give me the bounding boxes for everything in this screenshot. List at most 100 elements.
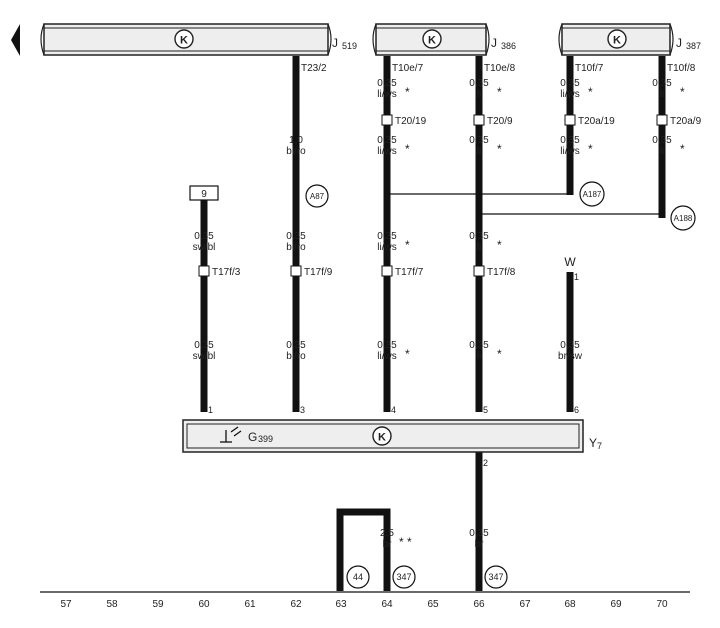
wire-70a-size: 0,35	[652, 78, 672, 89]
j519-label: J	[332, 36, 338, 50]
track-number: 68	[564, 599, 576, 610]
track-number: 64	[381, 599, 393, 610]
track-number: 59	[152, 599, 164, 610]
wire-60a-size: 0,35	[194, 231, 214, 242]
control-unit-symbol-icon	[422, 29, 442, 49]
light-sensor-icon	[220, 426, 242, 443]
wire-66d-size: 0,35	[469, 340, 489, 351]
back-arrow-icon[interactable]	[11, 24, 20, 56]
wire-64a-size: 0,35	[377, 78, 397, 89]
control-unit-j386: K	[372, 23, 490, 56]
asterisk: *	[405, 347, 410, 361]
plug-icon	[381, 265, 393, 277]
plug-icon	[198, 265, 210, 277]
wire-66a-size: 0,35	[469, 78, 489, 89]
fuse-box: 9	[189, 185, 219, 201]
splice-a87: A87	[305, 184, 329, 208]
track-number: 60	[198, 599, 210, 610]
track-number: 58	[106, 599, 118, 610]
wire-68b-color: li/ws	[560, 146, 579, 157]
y7-label: Y	[589, 436, 597, 450]
track-numbers: 57 58 59 60 61 62 63 64 65 66 67 68 69 7…	[60, 599, 668, 610]
pin-3: 3	[300, 405, 305, 415]
asterisk: *	[588, 85, 593, 99]
wire-64-bottom-color: br	[383, 539, 393, 550]
symbol-text: K	[428, 35, 436, 47]
wire-62-size: 1,0	[289, 135, 303, 146]
sensor-y7-g399: K G 399	[182, 419, 584, 453]
wire-60a-color: sw/bl	[193, 242, 216, 253]
asterisk: *	[497, 238, 502, 252]
asterisk: *	[405, 85, 410, 99]
double-asterisk: * *	[399, 535, 412, 549]
asterisk: *	[680, 85, 685, 99]
pin-4: 4	[391, 405, 396, 415]
symbol-text: K	[180, 35, 188, 47]
track-number: 65	[427, 599, 439, 610]
wire-60b-color: sw/bl	[193, 351, 216, 362]
splice-a188-label: A188	[674, 214, 693, 223]
wire-64c-size: 0,35	[377, 231, 397, 242]
y7-sub: 7	[597, 441, 602, 451]
track-number: 57	[60, 599, 72, 610]
symbol-text: K	[378, 432, 386, 444]
wire-62a-color: bl/ro	[286, 242, 306, 253]
wires	[200, 56, 666, 591]
wire-64b-color: li/ws	[377, 146, 396, 157]
pin-2: 2	[483, 458, 488, 468]
splice-a187-label: A187	[583, 190, 602, 199]
track-number: 67	[519, 599, 531, 610]
track-number: 63	[335, 599, 347, 610]
wire-68a-color: li/ws	[560, 89, 579, 100]
connector-t17f-7: T17f/7	[395, 267, 424, 278]
connector-t10f-8: T10f/8	[667, 63, 696, 74]
g399-label: G	[248, 430, 257, 444]
wire-66c-color: li	[477, 242, 481, 253]
wire-64c-color: li/ws	[377, 242, 396, 253]
plug-icon	[290, 265, 302, 277]
plug-icon	[381, 114, 393, 126]
plug-icon	[564, 114, 576, 126]
w-label: W	[564, 255, 576, 269]
connector-t20a-9: T20a/9	[670, 116, 702, 127]
asterisk: *	[405, 142, 410, 156]
connector-icons-t20	[381, 114, 668, 126]
splice-a188: A188	[670, 205, 696, 231]
j387-label: J	[676, 36, 682, 50]
plug-icon	[473, 265, 485, 277]
asterisk: *	[497, 347, 502, 361]
wire-66-bottom-color: br	[475, 539, 485, 550]
wire-62a-size: 0,35	[286, 231, 306, 242]
j519-sub: 519	[342, 41, 357, 51]
control-unit-j387: K	[558, 23, 674, 56]
ground-44: 44	[346, 565, 370, 589]
wire-66b-size: 0,35	[469, 135, 489, 146]
wire-60b-size: 0,35	[194, 340, 214, 351]
connector-t17f-3: T17f/3	[212, 267, 241, 278]
ground-44-label: 44	[353, 572, 363, 582]
wire-70b-size: 0,35	[652, 135, 672, 146]
wire-68-size: 0,35	[560, 340, 580, 351]
pin-6: 6	[574, 405, 579, 415]
wire-68a-size: 0,35	[560, 78, 580, 89]
wire-64-bottom-size: 2,5	[380, 528, 394, 539]
ground-347-a-label: 347	[396, 572, 411, 582]
plug-icon	[473, 114, 485, 126]
asterisk: *	[497, 142, 502, 156]
pin-1a: 1	[574, 272, 579, 282]
connector-t20-19: T20/19	[395, 116, 427, 127]
asterisk: *	[680, 142, 685, 156]
wire-70a-color: li	[660, 89, 664, 100]
wire-62b-color: bl/ro	[286, 351, 306, 362]
j387-sub: 387	[686, 41, 701, 51]
control-unit-symbol-icon	[607, 29, 627, 49]
pin-1: 1	[208, 405, 213, 415]
pin-5: 5	[483, 405, 488, 415]
connector-t10f-7: T10f/7	[575, 63, 604, 74]
connector-t23-2: T23/2	[301, 63, 327, 74]
connector-t20a-19: T20a/19	[578, 116, 615, 127]
splice-a187: A187	[579, 181, 605, 207]
ground-347-a: 347	[392, 565, 416, 589]
control-unit-j519: K	[40, 23, 332, 56]
